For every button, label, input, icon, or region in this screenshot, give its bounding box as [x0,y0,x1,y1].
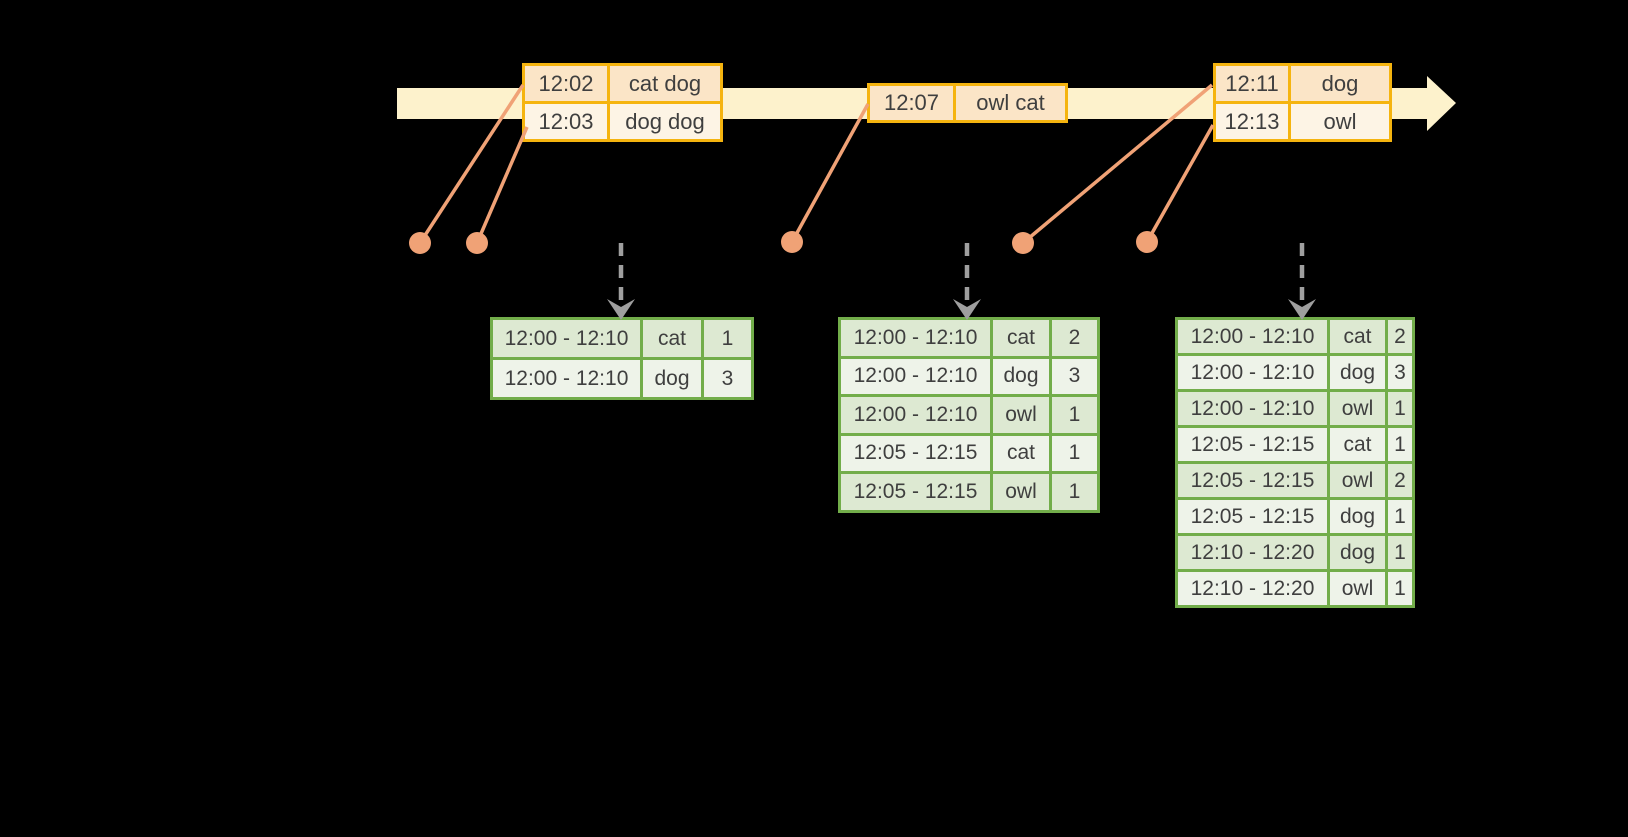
count: 1 [1388,392,1412,425]
event-dot [466,232,488,254]
table-row: 12:00 - 12:10 owl 1 [841,397,1097,433]
table-row: 12:00 - 12:10 dog 3 [493,360,751,397]
event-table-3: 12:11 dog 12:13 owl [1213,63,1392,142]
count: 3 [704,360,751,397]
event-words: dog [1291,66,1389,101]
result-table-3: 12:00 - 12:10 cat 2 12:00 - 12:10 dog 3 … [1175,317,1415,608]
table-row: 12:05 - 12:15 dog 1 [1178,500,1412,533]
table-row: 12:00 - 12:10 owl 1 [1178,392,1412,425]
table-row: 12:00 - 12:10 cat 2 [841,320,1097,356]
window-range: 12:05 - 12:15 [1178,428,1327,461]
result-table-1: 12:00 - 12:10 cat 1 12:00 - 12:10 dog 3 [490,317,754,400]
table-row: 12:00 - 12:10 dog 3 [1178,356,1412,389]
count: 2 [1388,320,1412,353]
word: owl [1330,464,1385,497]
trigger-arrowhead-icon [607,299,635,320]
event-time: 12:07 [870,86,953,120]
event-words: owl [1291,104,1389,139]
count: 1 [1052,474,1097,510]
word: owl [993,474,1049,510]
count: 2 [1388,464,1412,497]
window-range: 12:00 - 12:10 [1178,320,1327,353]
table-row: 12:02 cat dog [525,66,720,101]
table-row: 12:00 - 12:10 cat 1 [493,320,751,357]
word: cat [643,320,701,357]
event-table-2: 12:07 owl cat [867,83,1068,123]
event-connector-line [475,126,529,244]
window-range: 12:10 - 12:20 [1178,536,1327,569]
table-row: 12:00 - 12:10 dog 3 [841,358,1097,394]
word: owl [1330,572,1385,605]
table-row: 12:13 owl [1216,104,1389,139]
window-range: 12:00 - 12:10 [1178,392,1327,425]
table-row: 12:05 - 12:15 owl 1 [841,474,1097,510]
count: 1 [1388,428,1412,461]
count: 1 [1052,435,1097,471]
table-row: 12:03 dog dog [525,104,720,139]
event-dot [409,232,431,254]
word: cat [993,320,1049,356]
window-range: 12:00 - 12:10 [493,360,640,397]
event-time: 12:02 [525,66,607,101]
event-connector-line [418,84,525,244]
event-connector-line [1021,83,1214,245]
window-range: 12:05 - 12:15 [841,474,990,510]
result-table-2: 12:00 - 12:10 cat 2 12:00 - 12:10 dog 3 … [838,317,1100,513]
event-connector-line [790,103,870,243]
event-table-1: 12:02 cat dog 12:03 dog dog [522,63,723,142]
window-range: 12:10 - 12:20 [1178,572,1327,605]
event-time: 12:11 [1216,66,1288,101]
event-time: 12:13 [1216,104,1288,139]
word: dog [1330,356,1385,389]
word: dog [1330,500,1385,533]
window-range: 12:00 - 12:10 [493,320,640,357]
word: dog [1330,536,1385,569]
word: owl [1330,392,1385,425]
window-range: 12:00 - 12:10 [841,397,990,433]
event-dot [781,231,803,253]
table-row: 12:05 - 12:15 cat 1 [1178,428,1412,461]
word: cat [1330,320,1385,353]
word: owl [993,397,1049,433]
table-row: 12:05 - 12:15 cat 1 [841,435,1097,471]
word: dog [993,358,1049,394]
count: 1 [1388,536,1412,569]
count: 1 [1052,397,1097,433]
event-words: dog dog [610,104,720,139]
table-row: 12:07 owl cat [870,86,1065,120]
window-range: 12:05 - 12:15 [1178,500,1327,533]
table-row: 12:10 - 12:20 owl 1 [1178,572,1412,605]
window-range: 12:00 - 12:10 [1178,356,1327,389]
event-words: cat dog [610,66,720,101]
window-range: 12:00 - 12:10 [841,358,990,394]
event-connector-line [1145,124,1215,243]
timeline-arrowhead-icon [1427,76,1456,131]
count: 1 [1388,572,1412,605]
window-range: 12:00 - 12:10 [841,320,990,356]
window-range: 12:05 - 12:15 [841,435,990,471]
count: 3 [1052,358,1097,394]
trigger-arrowhead-icon [953,299,981,320]
count: 2 [1052,320,1097,356]
event-words: owl cat [956,86,1065,120]
event-dot [1136,231,1158,253]
word: cat [993,435,1049,471]
count: 3 [1388,356,1412,389]
count: 1 [1388,500,1412,533]
table-row: 12:05 - 12:15 owl 2 [1178,464,1412,497]
trigger-arrowhead-icon [1288,299,1316,320]
word: cat [1330,428,1385,461]
event-dot [1012,232,1034,254]
count: 1 [704,320,751,357]
window-range: 12:05 - 12:15 [1178,464,1327,497]
word: dog [643,360,701,397]
table-row: 12:10 - 12:20 dog 1 [1178,536,1412,569]
table-row: 12:11 dog [1216,66,1389,101]
table-row: 12:00 - 12:10 cat 2 [1178,320,1412,353]
event-time: 12:03 [525,104,607,139]
